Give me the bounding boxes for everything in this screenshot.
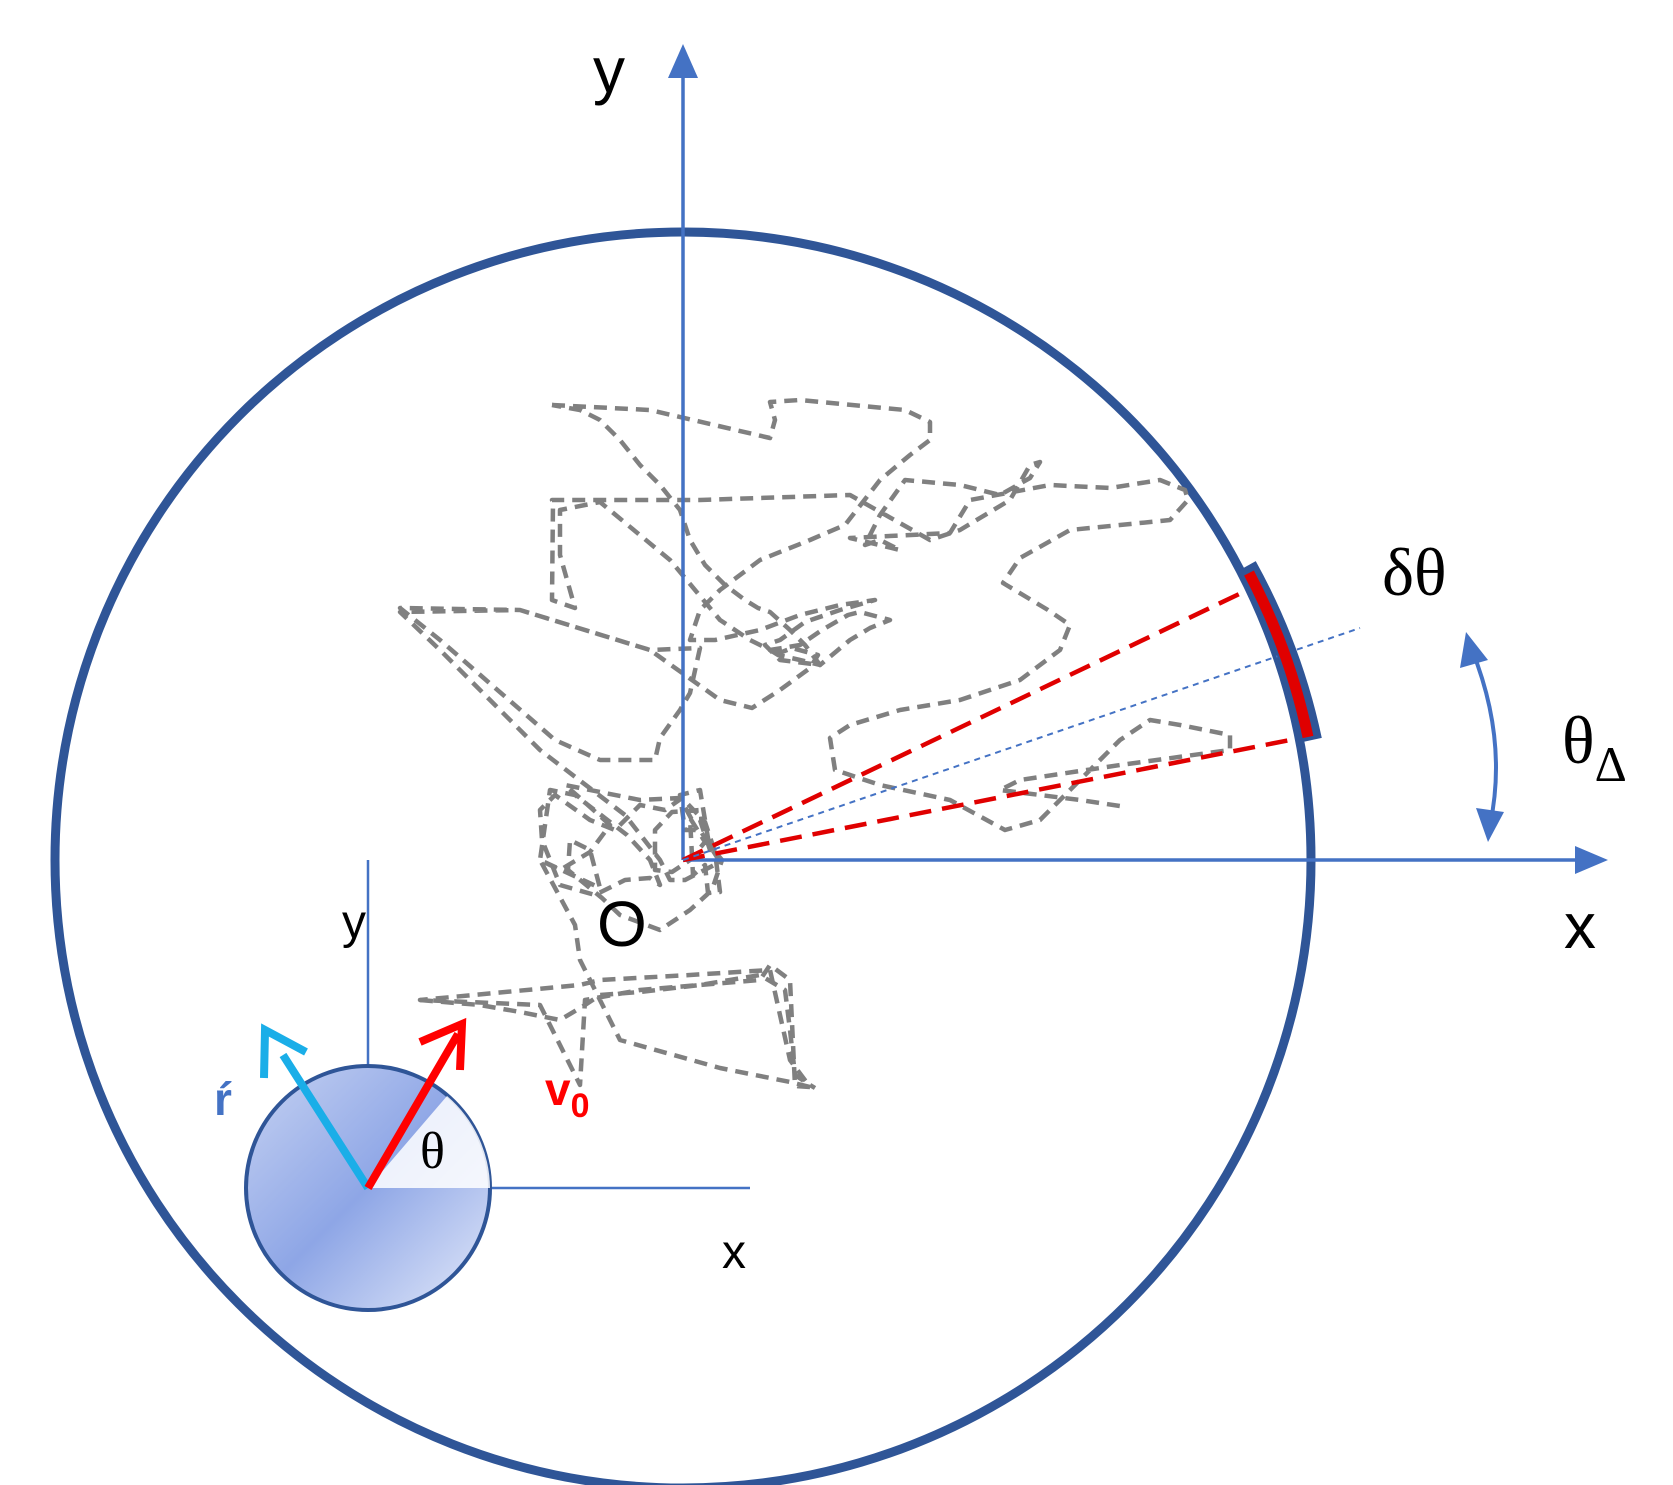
main-x-axis-label: x	[1564, 890, 1596, 962]
velocity-label-main: v	[545, 1063, 571, 1115]
arc-width-label: δθ	[1382, 534, 1447, 610]
random-walk-trajectory-upper	[551, 397, 933, 668]
theta-delta-arrowhead-bottom	[1476, 808, 1504, 842]
orientation-vector-label: ŕ	[214, 1073, 232, 1125]
target-arc	[1244, 570, 1314, 739]
particle-y-axis-label: y	[342, 896, 366, 949]
main-y-axis-arrowhead	[668, 44, 698, 78]
angle-range-label: θΔ	[1562, 702, 1627, 792]
origin-label: O	[597, 888, 647, 960]
angle-range-label-main: θ	[1562, 702, 1595, 778]
velocity-label-sub: 0	[571, 1087, 590, 1125]
particle-angle-wedge	[368, 1096, 490, 1188]
orientation-vector-arrow	[279, 1052, 372, 1191]
angle-range-label-sub: Δ	[1595, 736, 1627, 792]
random-walk-trajectory	[397, 459, 1233, 1090]
heading-angle-label: θ	[420, 1123, 445, 1180]
theta-delta-double-arrow	[1470, 649, 1498, 826]
main-x-axis-arrowhead	[1575, 846, 1608, 874]
theta-delta-arrowhead-top	[1460, 632, 1488, 668]
velocity-vector-arrow	[364, 1031, 462, 1191]
velocity-label: v0	[545, 1063, 590, 1125]
velocity-vector-arrowhead	[418, 1017, 467, 1071]
random-walk-trajectory-lower	[419, 972, 817, 1090]
sector-lower-line	[682, 737, 1291, 863]
particle-x-axis-label: x	[722, 1226, 746, 1279]
orientation-vector-arrowhead	[260, 1023, 308, 1079]
sector-bisector-line	[682, 627, 1361, 861]
main-y-axis-label: y	[593, 34, 625, 106]
sector-upper-line	[682, 582, 1259, 863]
